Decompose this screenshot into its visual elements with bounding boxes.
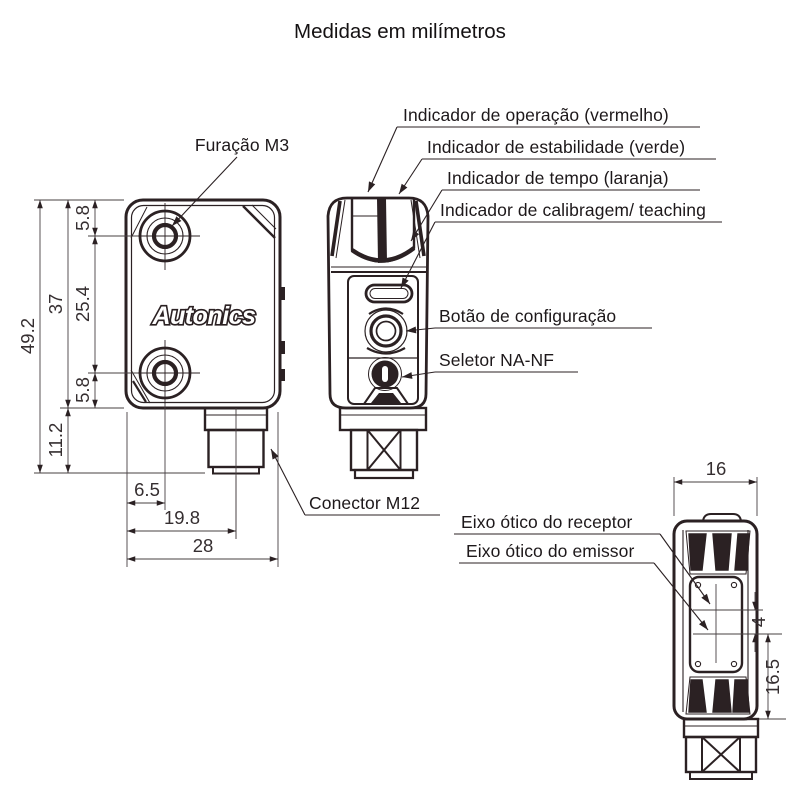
operation-indicator-label: Indicador de operação (vermelho) xyxy=(403,105,669,125)
mounting-hole-bottom xyxy=(130,340,200,404)
dim-hole-offset-top: 5.8 xyxy=(72,205,93,231)
connector-label: Conector M12 xyxy=(309,493,420,513)
page-title: Medidas em milímetros xyxy=(294,20,506,43)
dim-body-width: 28 xyxy=(193,535,214,556)
front-extension-lines xyxy=(34,199,279,567)
emitter-axis-callout: Eixo ótico do emissor xyxy=(459,541,709,631)
operation-indicator-callout: Indicador de operação (vermelho) xyxy=(367,105,700,193)
dim-hole-pitch: 25.4 xyxy=(72,286,93,322)
connector-callout: Conector M12 xyxy=(270,448,440,516)
dim-optical-width: 16 xyxy=(706,458,727,479)
stability-indicator-label: Indicador de estabilidade (verde) xyxy=(427,137,685,157)
front-dim-lines-vertical xyxy=(37,200,98,473)
dim-emitter-to-bottom: 16.5 xyxy=(762,659,783,695)
config-button-callout: Botão de configuração xyxy=(405,306,652,334)
config-button-label: Botão de configuração xyxy=(439,306,616,326)
side-connector xyxy=(338,406,428,480)
mounting-hole-label: Furação M3 xyxy=(195,135,289,155)
selector-callout: Seletor NA-NF xyxy=(401,350,578,379)
selector-label: Seletor NA-NF xyxy=(439,350,554,370)
dim-hole-offset-bottom: 5.8 xyxy=(72,377,93,403)
calibration-indicator-label: Indicador de calibragem/ teaching xyxy=(440,200,706,220)
side-view: Indicador de operação (vermelho) Indicad… xyxy=(326,105,722,480)
dim-hole-offset-x: 6.5 xyxy=(134,479,160,500)
na-nf-selector xyxy=(368,357,402,391)
panel-lower-detail xyxy=(363,387,409,405)
optical-view: 16 xyxy=(454,458,786,780)
dim-connector-center-x: 19.8 xyxy=(164,507,200,528)
dim-overall-height: 49.2 xyxy=(17,318,38,354)
emitter-bottom-dim xyxy=(758,634,786,720)
stability-indicator-callout: Indicador de estabilidade (verde) xyxy=(398,137,716,195)
dim-body-height: 37 xyxy=(45,294,66,315)
brand-logo: Autonics xyxy=(152,302,257,330)
optical-width-dim xyxy=(673,477,758,516)
front-body xyxy=(124,198,285,410)
receiver-axis-callout: Eixo ótico do receptor xyxy=(454,512,711,605)
front-dim-lines-horizontal xyxy=(126,500,278,562)
dim-connector-height: 11.2 xyxy=(45,423,66,458)
optical-connector xyxy=(682,717,760,780)
timer-indicator-label: Indicador de tempo (laranja) xyxy=(447,168,669,188)
config-button xyxy=(364,307,408,355)
mounting-hole-callout: Furação M3 xyxy=(171,135,289,227)
front-view: Autonics xyxy=(17,135,440,567)
timer-indicator-callout: Indicador de tempo (laranja) xyxy=(410,168,700,242)
dim-axis-gap: 4 xyxy=(748,617,769,627)
emitter-axis-label: Eixo ótico do emissor xyxy=(466,541,634,561)
calibration-indicator-callout: Indicador de calibragem/ teaching xyxy=(400,200,722,289)
receiver-axis-label: Eixo ótico do receptor xyxy=(461,512,633,532)
mounting-hole-top xyxy=(130,203,200,270)
calibration-indicator xyxy=(364,283,414,304)
optical-body xyxy=(672,513,759,721)
